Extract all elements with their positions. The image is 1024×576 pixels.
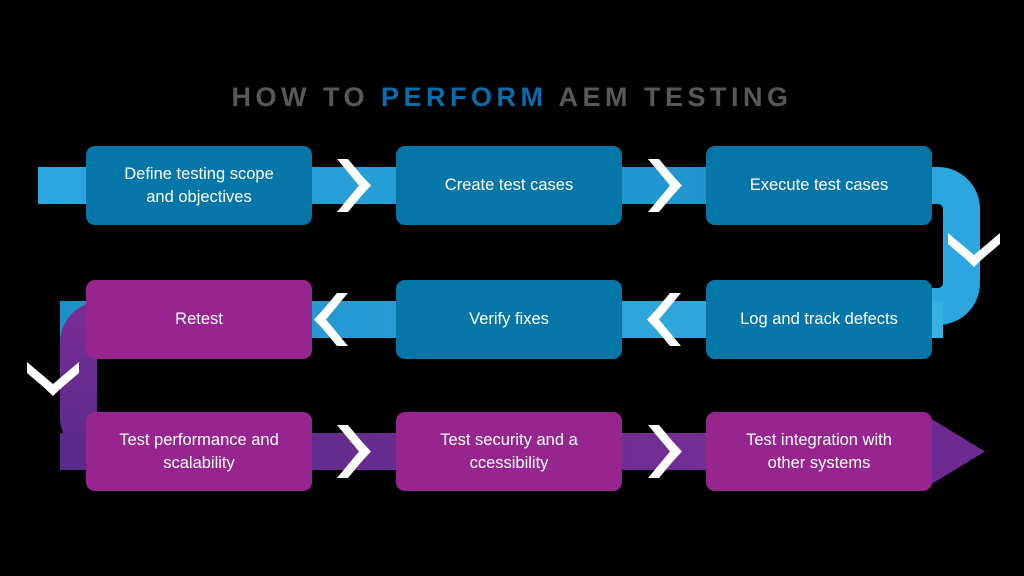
step-line-1: Define testing scope — [124, 165, 274, 184]
step-line-2: scalability — [163, 453, 235, 472]
step-line-1: Test performance and — [119, 431, 279, 450]
connector-left-down — [60, 301, 140, 459]
step-line-1: Verify fixes — [469, 310, 549, 329]
connector-right-down — [900, 167, 980, 325]
step-line-2: other systems — [767, 453, 871, 472]
flow-step-label: Retest — [175, 308, 223, 330]
flow-step-test-performance-and-scalability[interactable]: Test performance and scalability — [86, 412, 312, 491]
flow-step-test-security-and-accessibility[interactable]: Test security and a ccessibility — [396, 412, 622, 491]
flow-step-log-and-track-defects[interactable]: Log and track defects — [706, 280, 932, 359]
title-prefix: HOW TO — [231, 82, 381, 112]
flow-step-test-integration-with-other-systems[interactable]: Test integration with other systems — [706, 412, 932, 491]
flow-step-label: Verify fixes — [469, 308, 549, 330]
flow-step-retest[interactable]: Retest — [86, 280, 312, 359]
flow-step-execute-test-cases[interactable]: Execute test cases — [706, 146, 932, 225]
step-line-1: Log and track defects — [740, 310, 898, 329]
flow-step-label: Execute test cases — [750, 174, 889, 196]
flow-step-label: Define testing scope and objectives — [124, 163, 274, 208]
step-line-1: Retest — [175, 310, 223, 329]
flow-step-verify-fixes[interactable]: Verify fixes — [396, 280, 622, 359]
step-line-1: Execute test cases — [749, 176, 889, 195]
step-line-1: Test security and a — [440, 431, 578, 450]
page-title: HOW TO PERFORM AEM TESTING — [0, 82, 1024, 113]
step-line-1: Test integration with — [746, 431, 892, 450]
flow-step-label: Test security and a ccessibility — [440, 429, 578, 474]
flow-step-label: Log and track defects — [740, 308, 898, 330]
step-line-1: Create test cases — [444, 176, 574, 195]
step-line-2: ccessibility — [469, 453, 549, 472]
title-suffix: AEM TESTING — [547, 82, 793, 112]
flow-step-define-testing-scope[interactable]: Define testing scope and objectives — [86, 146, 312, 225]
step-line-2: and objectives — [146, 187, 252, 206]
flow-step-label: Create test cases — [445, 174, 573, 196]
flow-step-label: Test integration with other systems — [746, 429, 892, 474]
title-accent: PERFORM — [380, 82, 548, 112]
final-arrowhead-fill — [930, 422, 980, 481]
flow-step-create-test-cases[interactable]: Create test cases — [396, 146, 622, 225]
flow-step-label: Test performance and scalability — [119, 429, 279, 474]
